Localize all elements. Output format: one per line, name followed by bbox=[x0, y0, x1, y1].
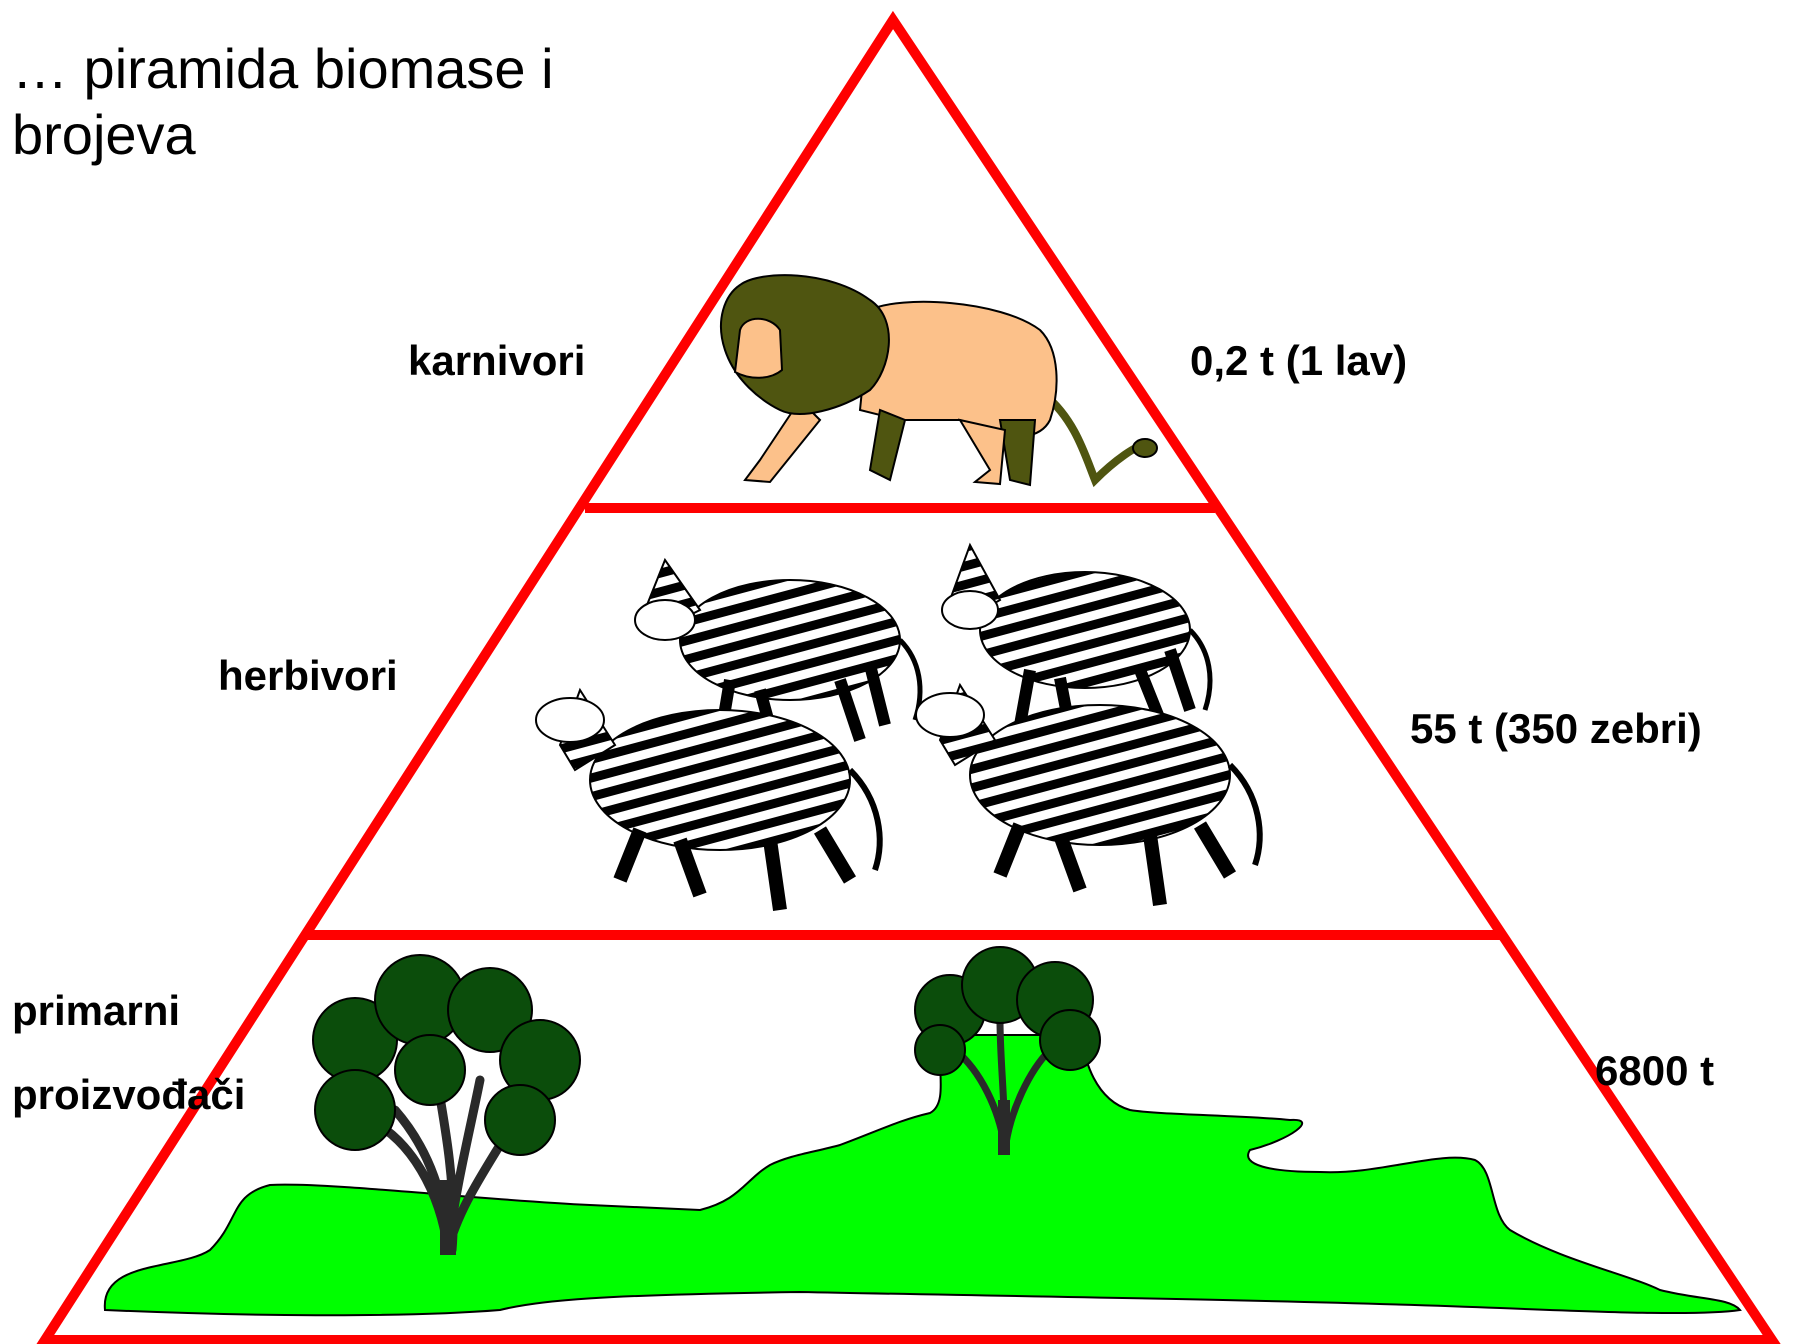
level-carnivores-value: 0,2 t (1 lav) bbox=[1190, 337, 1407, 385]
page-title: … piramida biomase i brojeva bbox=[12, 36, 712, 168]
level-herbivores-value: 55 t (350 zebri) bbox=[1410, 705, 1702, 753]
lion bbox=[721, 275, 1157, 485]
level-producers-value: 6800 t bbox=[1595, 1047, 1714, 1095]
level-carnivores-label: karnivori bbox=[408, 337, 585, 385]
zebra bbox=[536, 690, 880, 910]
level-herbivores-label: herbivori bbox=[218, 652, 398, 700]
zebra bbox=[942, 545, 1210, 730]
level-producers-label-line1: primarni bbox=[12, 987, 180, 1035]
level-producers-label-line2: proizvođači bbox=[12, 1071, 245, 1119]
zebra-herd bbox=[536, 545, 1260, 910]
zebra bbox=[916, 685, 1260, 905]
